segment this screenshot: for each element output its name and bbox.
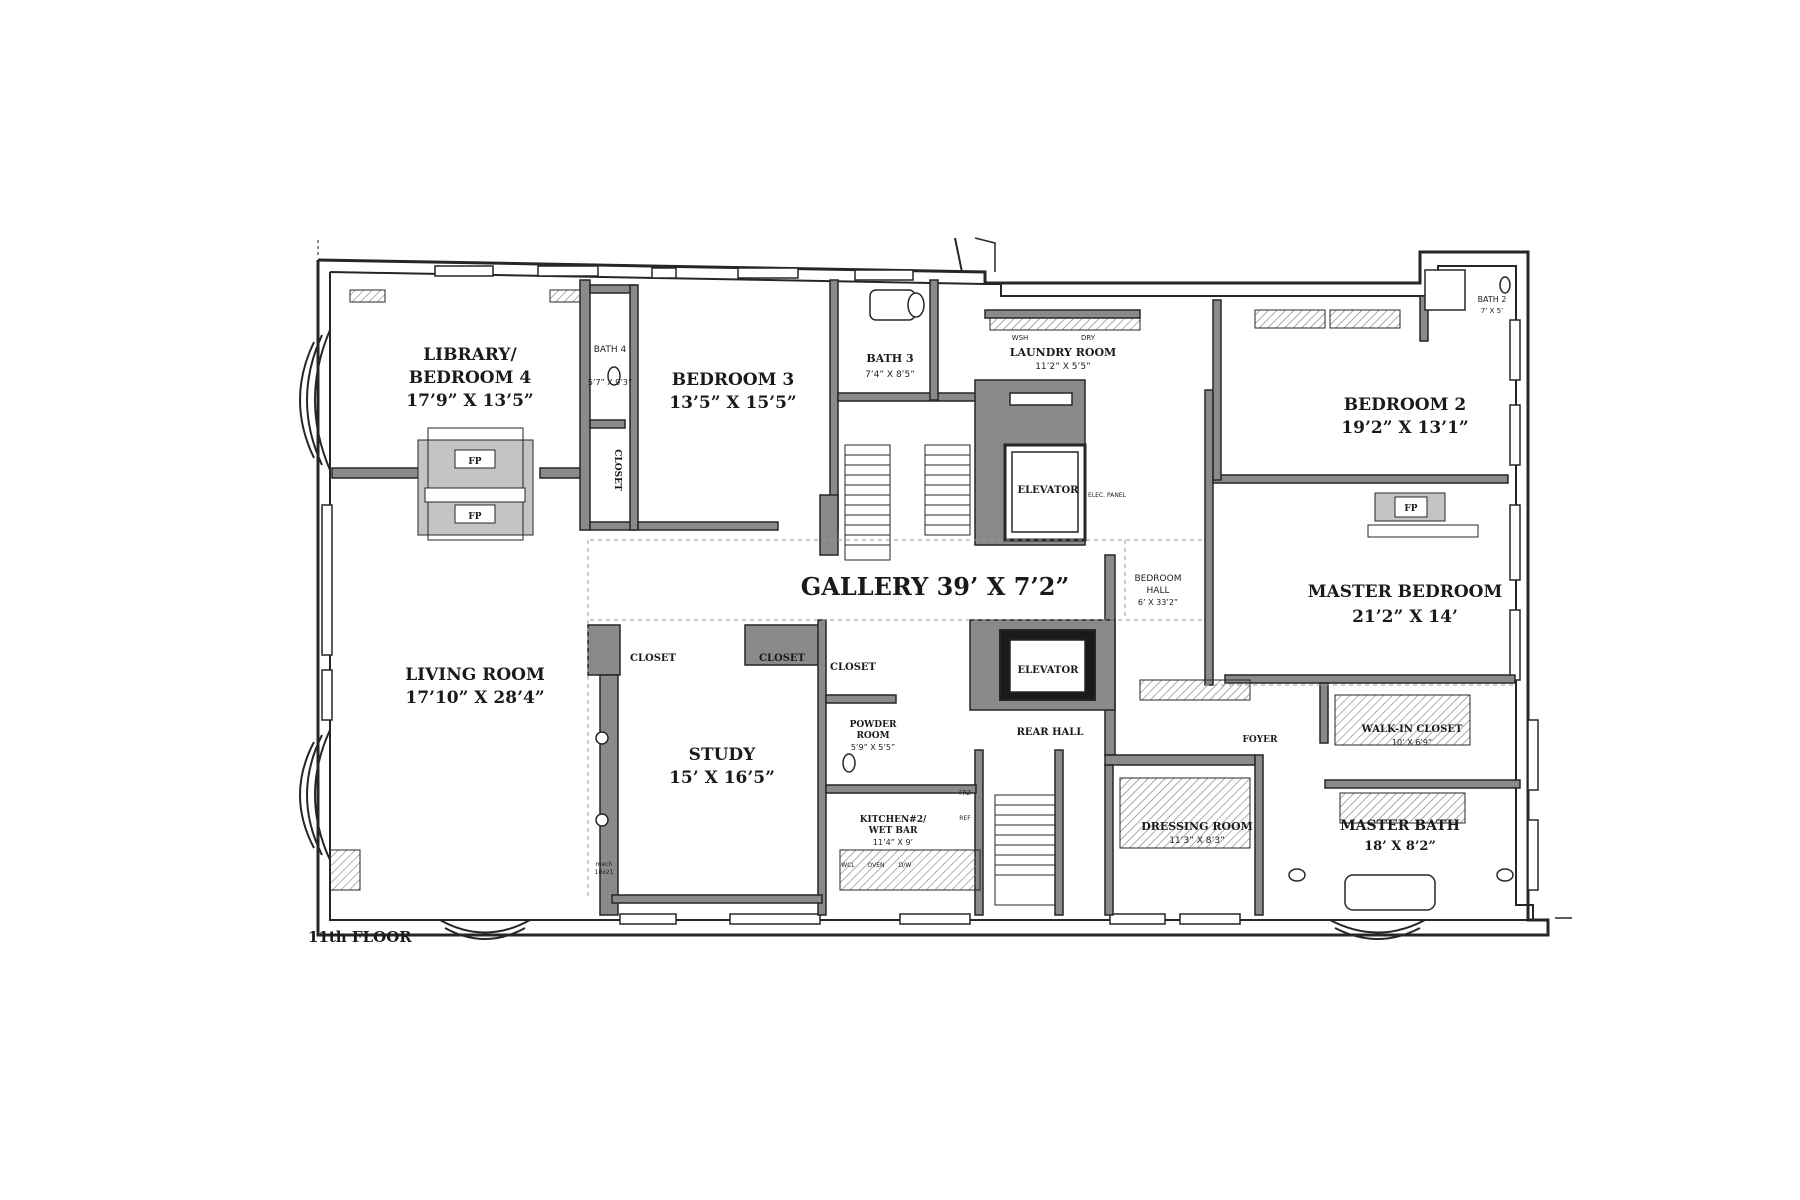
bedroom-hall-1: BEDROOM	[1135, 574, 1182, 584]
elec-panel-label: ELEC. PANEL	[1088, 492, 1127, 499]
bath2-name: BATH 2	[1478, 295, 1507, 304]
library-name-2: BEDROOM 4	[409, 368, 532, 388]
powder-room-dims: 5’9” X 5’5”	[851, 743, 895, 752]
master-bedroom-dims: 21’2” X 14’	[1352, 607, 1458, 627]
closet-mid-label: CLOSET	[759, 653, 806, 664]
bay-windows	[299, 329, 1426, 940]
walk-in-closet-name: WALK-IN CLOSET	[1361, 724, 1463, 735]
kitchen-2: WET BAR	[868, 826, 918, 836]
dashed-guides	[587, 539, 1515, 900]
kitchen-oven: OVEN	[867, 862, 884, 869]
laundry-name: LAUNDRY ROOM	[1010, 346, 1116, 359]
master-bath-dims: 18’ X 8’2”	[1364, 839, 1436, 854]
bath3-dims: 7’4” X 8’5”	[865, 370, 915, 380]
room-labels: LIBRARY/ BEDROOM 4 17’9” X 13’5” BEDROOM…	[308, 295, 1506, 946]
rear-elevator	[999, 629, 1096, 701]
master-bath-name: MASTER BATH	[1340, 818, 1460, 834]
bath-fixtures	[595, 269, 1514, 911]
kitchen-frz: FRZ	[959, 790, 971, 797]
powder-room-2: ROOM	[856, 731, 889, 741]
walk-in-closet-dims: 10’ X 6’9”	[1392, 738, 1432, 747]
living-room-dims: 17’10” X 28’4”	[405, 688, 544, 708]
cabinetry	[329, 289, 1471, 891]
living-room-name: LIVING ROOM	[405, 665, 545, 685]
rear-elevator-label: ELEVATOR	[1018, 665, 1080, 676]
bath2-dims: 7’ X 5’	[1481, 307, 1504, 315]
kitchen-dims: 11’4” X 9’	[873, 838, 913, 847]
laundry-wsh: WSH	[1012, 334, 1029, 342]
bath4-name: BATH 4	[594, 345, 627, 355]
mech-2: 18x21	[595, 869, 614, 876]
stairs	[844, 444, 1056, 906]
window-frames	[321, 265, 1539, 925]
dressing-room-name: DRESSING ROOM	[1141, 820, 1253, 833]
closet-left-label: CLOSET	[630, 653, 677, 664]
kitchen-dw: D/W	[899, 862, 912, 869]
study-name: STUDY	[689, 745, 756, 765]
gallery-label: GALLERY 39’ X 7’2”	[801, 572, 1070, 601]
bath3-name: BATH 3	[866, 352, 913, 365]
laundry-dims: 11’2” X 5’5”	[1035, 362, 1091, 372]
kitchen-wcl: WCL	[841, 862, 855, 869]
main-elevator	[1003, 392, 1087, 542]
bedroom3-name: BEDROOM 3	[672, 370, 794, 390]
foyer-label: FOYER	[1243, 735, 1279, 745]
dressing-room-dims: 11’3” X 8’3”	[1169, 836, 1225, 846]
mech-1: mech	[596, 861, 613, 868]
fp-label-2: FP	[468, 512, 481, 522]
closet-vertical-label: CLOSET	[612, 449, 622, 491]
powder-room-1: POWDER	[850, 720, 897, 730]
main-elevator-label: ELEVATOR	[1018, 485, 1080, 496]
laundry-dry: DRY	[1081, 334, 1096, 342]
bedroom-hall-dims: 6’ X 33’2”	[1138, 598, 1178, 607]
exterior-walls	[316, 237, 1572, 937]
fireplaces	[417, 427, 1479, 541]
rear-hall-label: REAR HALL	[1017, 727, 1084, 738]
bedroom-hall-2: HALL	[1147, 586, 1170, 596]
library-dims: 17’9” X 13’5”	[406, 391, 533, 411]
study-dims: 15’ X 16’5”	[669, 768, 775, 788]
bedroom2-dims: 19’2” X 13’1”	[1341, 418, 1468, 438]
fp-label-1: FP	[468, 457, 481, 467]
closet-right-label: CLOSET	[830, 662, 877, 673]
kitchen-1: KITCHEN#2/	[860, 815, 927, 825]
bedroom2-name: BEDROOM 2	[1344, 395, 1466, 415]
bedroom3-dims: 13’5” X 15’5”	[669, 393, 796, 413]
bath4-dims: 5’7” X 9’3”	[588, 378, 632, 387]
master-bedroom-name: MASTER BEDROOM	[1308, 582, 1503, 602]
library-name-1: LIBRARY/	[423, 345, 517, 365]
fp-label-3: FP	[1404, 504, 1417, 514]
kitchen-ref: REF	[959, 815, 971, 822]
floor-label: 11th FLOOR	[308, 928, 412, 946]
